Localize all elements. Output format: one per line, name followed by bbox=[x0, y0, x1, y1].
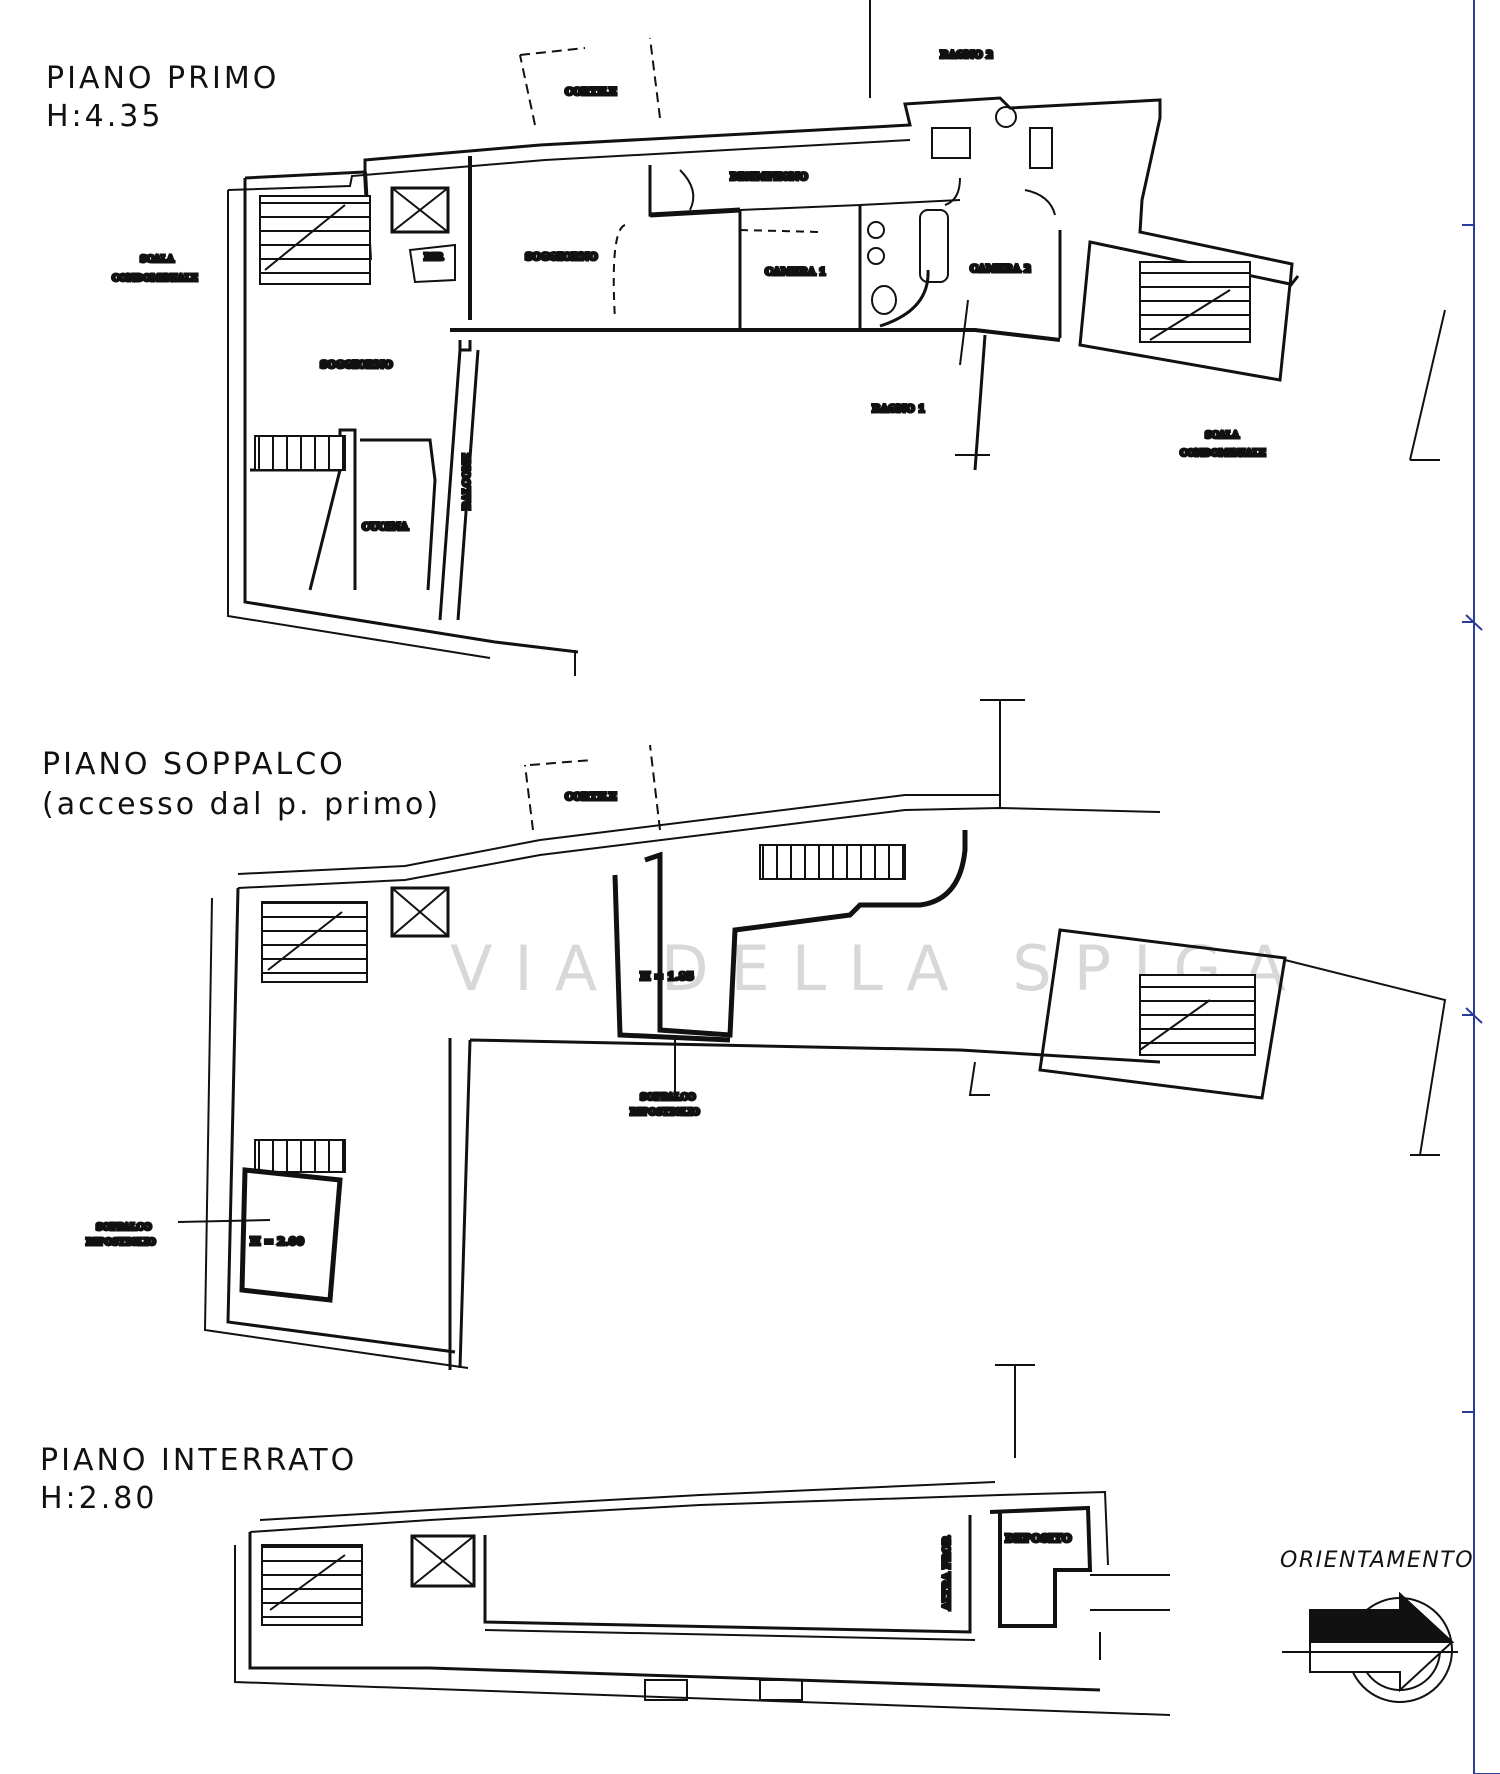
piano-primo-title: PIANO PRIMO bbox=[46, 61, 280, 96]
label-altra-prop: ALTRA PROP. bbox=[942, 1535, 953, 1611]
label-scala-cond-2b: CONDOMINIALE bbox=[1180, 449, 1266, 459]
piano-soppalco-subtitle: (accesso dal p. primo) bbox=[42, 787, 442, 822]
label-balcone: BALCONE bbox=[462, 453, 473, 510]
label-cortile-1: CORTILE bbox=[565, 87, 617, 98]
label-soppalco-rip-2b: RIPOSTIGLIO bbox=[86, 1238, 156, 1248]
label-bagno-2: BAGNO 2 bbox=[940, 50, 993, 61]
label-cucina: CUCINA bbox=[362, 522, 408, 533]
label-scala-cond-1b: CONDOMINIALE bbox=[112, 274, 198, 284]
label-disimpegno: DISIMPEGNO bbox=[730, 172, 808, 183]
plan-piano-interrato: ALTRA PROP. DEPOSITO bbox=[234, 1364, 1171, 1716]
label-cortile-2: CORTILE bbox=[565, 792, 617, 803]
label-h185: H = 1.85 bbox=[640, 970, 694, 983]
label-deposito: DEPOSITO bbox=[1005, 1532, 1072, 1545]
plan-piano-soppalco: CORTILE H = 1.85 H = 2.00 bbox=[85, 699, 1447, 1370]
label-scala-cond-1a: SCALA bbox=[140, 255, 175, 265]
plan-piano-primo: CORTILE bbox=[111, 0, 1446, 676]
label-scala-cond-2a: SCALA bbox=[1205, 431, 1240, 441]
orientation-label: ORIENTAMENTO bbox=[1280, 1548, 1475, 1573]
label-soppalco-rip-1a: SOPPALCO bbox=[640, 1093, 696, 1103]
label-soggiorno-1: SOGGIORNO bbox=[525, 252, 598, 263]
label-h200: H = 2.00 bbox=[250, 1235, 304, 1248]
label-soppalco-rip-2a: SOPPALCO bbox=[96, 1223, 152, 1233]
piano-soppalco-title: PIANO SOPPALCO bbox=[42, 747, 346, 782]
label-soggiorno-2: SOGGIORNO bbox=[320, 360, 393, 371]
label-bagno-1: BAGNO 1 bbox=[872, 404, 925, 415]
piano-interrato-height: H:2.80 bbox=[40, 1481, 158, 1516]
label-camera-1: CAMERA 1 bbox=[765, 267, 826, 278]
piano-interrato-title: PIANO INTERRATO bbox=[40, 1443, 358, 1478]
label-camera-2: CAMERA 2 bbox=[970, 264, 1031, 275]
sheet-frame bbox=[1462, 0, 1500, 1774]
label-soppalco-rip-1b: RIPOSTIGLIO bbox=[630, 1108, 700, 1118]
north-arrow-icon bbox=[1282, 1591, 1458, 1703]
piano-primo-height: H:4.35 bbox=[46, 99, 164, 134]
label-rip: RIP. bbox=[424, 253, 444, 263]
